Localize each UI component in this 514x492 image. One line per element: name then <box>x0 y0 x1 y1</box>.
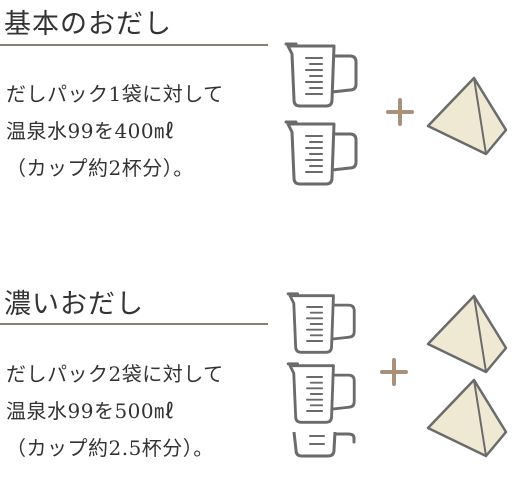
description-line: （カップ約2杯分）。 <box>6 156 194 180</box>
measuring-cup-icon <box>286 292 356 354</box>
basic-dashi-description: だしパック1袋に対して 温泉水99を400㎖ （カップ約2杯分）。 <box>6 76 276 187</box>
title-divider <box>0 323 268 325</box>
rich-dashi-section: 濃いおだし だしパック2袋に対して 温泉水99を500㎖ （カップ約2.5杯分）… <box>0 272 514 492</box>
rich-dashi-title: 濃いおだし <box>4 289 144 320</box>
description-line: （カップ約2.5杯分）。 <box>6 436 214 460</box>
description-line: だしパック1袋に対して <box>6 82 224 106</box>
description-line: だしパック2袋に対して <box>6 362 224 386</box>
title-divider <box>0 44 268 46</box>
measuring-cup-icon <box>286 362 356 424</box>
plus-icon <box>380 358 408 386</box>
description-line: 温泉水99を500㎖ <box>6 399 175 423</box>
dashi-pack-icon <box>426 76 508 156</box>
plus-icon <box>386 98 414 126</box>
dashi-pack-icon <box>426 294 508 374</box>
description-line: 温泉水99を400㎖ <box>6 119 175 143</box>
measuring-cup-icon <box>284 42 358 108</box>
basic-dashi-section: 基本のおだし だしパック1袋に対して 温泉水99を400㎖ （カップ約2杯分）。 <box>0 0 514 240</box>
rich-dashi-description: だしパック2袋に対して 温泉水99を500㎖ （カップ約2.5杯分）。 <box>6 356 276 467</box>
dashi-pack-icon <box>426 378 508 458</box>
half-measuring-cup-icon <box>292 431 356 458</box>
basic-dashi-title: 基本のおだし <box>4 9 172 40</box>
measuring-cup-icon <box>284 120 358 186</box>
